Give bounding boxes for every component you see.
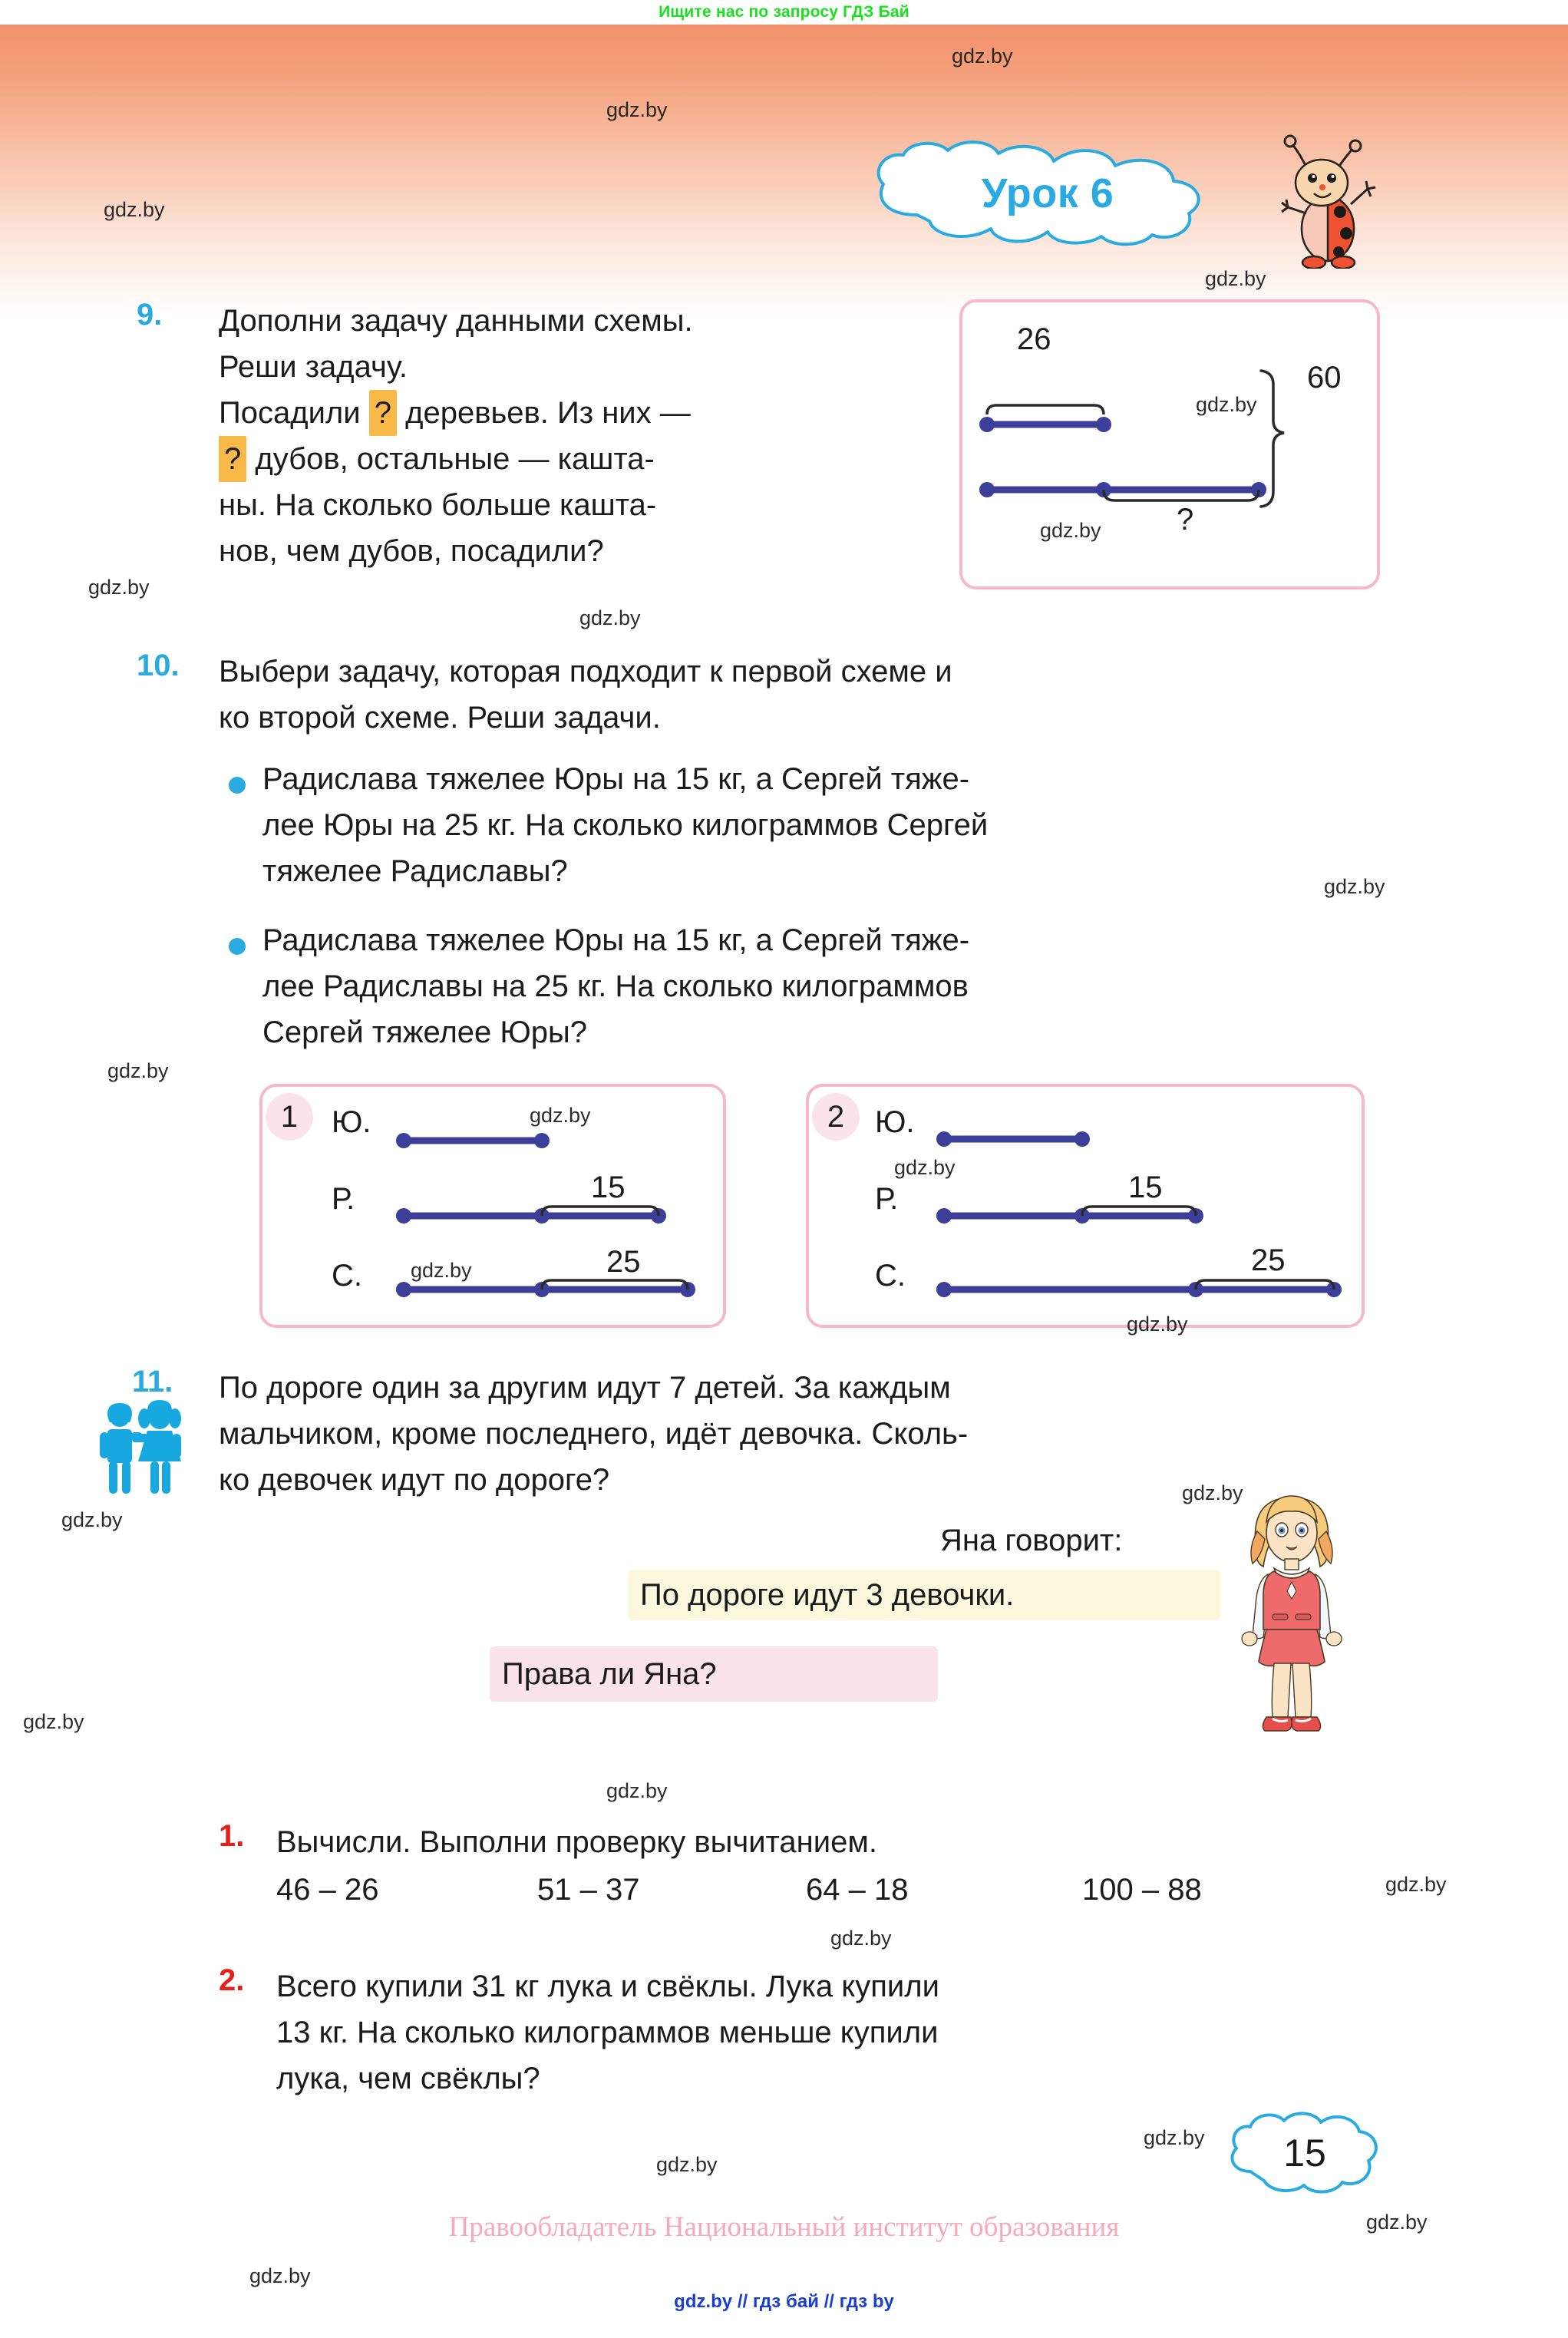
watermark: gdz.by xyxy=(88,576,150,599)
exercise-10-number: 10. xyxy=(137,649,180,682)
exercise-9-top-bar-label: 26 xyxy=(1017,322,1051,356)
homework-2-line-3: лука, чем свёклы? xyxy=(276,2062,540,2095)
scheme-2-row-2-label: Р. xyxy=(875,1182,899,1216)
page-number-text: 15 xyxy=(1283,2132,1326,2175)
scheme-1-badge: 1 xyxy=(266,1093,313,1141)
scheme-2-row-2-value: 15 xyxy=(1128,1171,1163,1204)
yana-says-label: Яна говорит: xyxy=(940,1524,1123,1557)
lesson-title-cloud: Урок 6 xyxy=(863,140,1232,247)
watermark: gdz.by xyxy=(1324,875,1385,898)
exercise-10-bullet-2-line-3: Сергей тяжелее Юры? xyxy=(262,1015,588,1049)
homework-1-title: Вычисли. Выполни проверку вычитанием. xyxy=(276,1825,877,1859)
scheme-2-row-1-label: Ю. xyxy=(875,1105,915,1139)
homework-2-line-2: 13 кг. На сколько килограммов меньше куп… xyxy=(276,2016,939,2049)
expression-1: 46 – 26 xyxy=(276,1873,379,1907)
scheme-2-row-3-label: С. xyxy=(875,1259,906,1293)
watermark: gdz.by xyxy=(830,1927,892,1950)
watermark: gdz.by xyxy=(411,1259,472,1282)
unknown-placeholder-1: ? xyxy=(368,390,397,436)
exercise-9-line-1: Дополни задачу данными схемы. xyxy=(219,304,693,338)
scheme-1-row-2-value: 15 xyxy=(591,1171,626,1204)
exercise-11-number: 11. xyxy=(132,1365,173,1399)
is-yana-right-box: Права ли Яна? xyxy=(490,1646,938,1702)
expression-4: 100 – 88 xyxy=(1082,1873,1202,1907)
exercise-9-line-5: ны. На сколько больше кашта- xyxy=(219,488,657,522)
cloud-shape-icon xyxy=(1230,2112,1378,2194)
watermark: gdz.by xyxy=(579,606,641,629)
watermark: gdz.by xyxy=(952,45,1013,68)
yana-girl-icon xyxy=(1219,1485,1365,1746)
scheme-1-row-3-value: 25 xyxy=(606,1245,641,1279)
exercise-10-bullet-1-line-1: Радислава тяжелее Юры на 15 кг, а Сергей… xyxy=(262,762,970,796)
watermark: gdz.by xyxy=(1182,1481,1243,1504)
yana-statement-text: По дороге идут 3 девочки. xyxy=(640,1577,1015,1612)
exercise-10-bullet-1-line-3: тяжелее Радиславы? xyxy=(262,854,568,888)
exercise-10-bullet-2-line-2: лее Радиславы на 25 кг. На сколько килог… xyxy=(262,969,969,1003)
scheme-1-diagram xyxy=(259,1084,720,1322)
watermark: gdz.by xyxy=(606,98,668,121)
homework-1-number: 1. xyxy=(219,1819,245,1853)
ladybug-icon xyxy=(1266,130,1381,270)
watermark: gdz.by xyxy=(1144,2126,1205,2149)
watermark: gdz.by xyxy=(61,1508,123,1531)
copyright-notice: Правообладатель Национальный институт об… xyxy=(448,2211,1120,2243)
exercise-9-line-4-text: дубов, остальные — кашта- xyxy=(255,442,655,476)
cloud-shape-icon xyxy=(876,140,1200,246)
page-number-cloud: 15 xyxy=(1224,2107,1385,2199)
watermark: gdz.by xyxy=(606,1779,668,1802)
expression-2: 51 – 37 xyxy=(537,1873,640,1907)
watermark: gdz.by xyxy=(530,1104,591,1127)
exercise-11-line-3: ко девочек идут по дороге? xyxy=(219,1463,610,1497)
bullet-icon xyxy=(229,938,246,955)
watermark: gdz.by xyxy=(1127,1313,1188,1336)
scheme-1-row-1-label: Ю. xyxy=(332,1105,371,1139)
watermark: gdz.by xyxy=(894,1156,956,1179)
homework-1-expressions: 46 – 26 51 – 37 64 – 18 100 – 88 xyxy=(276,1867,1412,1913)
watermark: gdz.by xyxy=(249,2264,311,2287)
exercise-10-line-2: ко второй схеме. Реши задачи. xyxy=(219,701,661,735)
watermark: gdz.by xyxy=(104,198,165,221)
watermark: gdz.by xyxy=(1205,267,1266,290)
exercise-9-diagram xyxy=(959,299,1374,583)
exercise-11-line-2: мальчиком, кроме последнего, идёт девочк… xyxy=(219,1417,969,1451)
promo-banner-text: Ищите нас по запросу ГДЗ Бай xyxy=(659,3,909,21)
homework-2-number: 2. xyxy=(219,1963,245,1997)
exercise-9-line-2: Реши задачу. xyxy=(219,350,408,384)
exercise-9-brace-label: 60 xyxy=(1307,361,1342,395)
exercise-9-line-6: нов, чем дубов, посадили? xyxy=(219,534,604,568)
watermark: gdz.by xyxy=(107,1059,169,1082)
watermark: gdz.by xyxy=(1196,393,1257,416)
exercise-9-line-4: ? дубов, остальные — кашта- xyxy=(219,436,933,482)
exercise-10-line-1: Выбери задачу, которая подходит к первой… xyxy=(219,655,952,689)
watermark: gdz.by xyxy=(656,2153,718,2176)
scheme-2-badge: 2 xyxy=(812,1093,860,1141)
is-yana-right-text: Права ли Яна? xyxy=(502,1656,717,1691)
promo-banner: Ищите нас по запросу ГДЗ Бай xyxy=(0,0,1568,25)
watermark: gdz.by xyxy=(1366,2211,1428,2234)
scheme-1-row-3-label: С. xyxy=(332,1259,362,1293)
bullet-icon xyxy=(229,777,246,794)
watermark: gdz.by xyxy=(1385,1873,1447,1896)
exercise-9-line-3: Посадили ? деревьев. Из них — xyxy=(219,390,933,436)
scheme-2-row-3-value: 25 xyxy=(1251,1243,1286,1277)
homework-2-line-1: Всего купили 31 кг лука и свёклы. Лука к… xyxy=(276,1970,939,2003)
yana-statement-box: По дороге идут 3 девочки. xyxy=(628,1570,1220,1620)
exercise-11-line-1: По дороге один за другим идут 7 детей. З… xyxy=(219,1371,951,1405)
unknown-placeholder-2: ? xyxy=(219,436,247,482)
lesson-title-text: Урок 6 xyxy=(981,170,1114,216)
exercise-9-number: 9. xyxy=(137,298,163,332)
scheme-2-diagram xyxy=(806,1084,1358,1322)
exercise-9-line-3a: Посадили xyxy=(219,396,361,430)
footer-links: gdz.by // гдз бай // гдз by xyxy=(674,2291,894,2312)
exercise-10-bullet-2-line-1: Радислава тяжелее Юры на 15 кг, а Сергей… xyxy=(262,923,970,957)
exercise-9-scheme-box xyxy=(959,299,1380,589)
two-children-icon xyxy=(91,1395,190,1503)
watermark: gdz.by xyxy=(23,1710,84,1733)
watermark: gdz.by xyxy=(1040,519,1101,542)
exercise-10-bullet-1-line-2: лее Юры на 25 кг. На сколько килограммов… xyxy=(262,808,989,842)
exercise-9-unknown-label: ? xyxy=(1177,503,1194,537)
exercise-9-line-3b: деревьев. Из них — xyxy=(405,396,691,430)
expression-3: 64 – 18 xyxy=(806,1873,909,1907)
scheme-1-row-2-label: Р. xyxy=(332,1182,355,1216)
